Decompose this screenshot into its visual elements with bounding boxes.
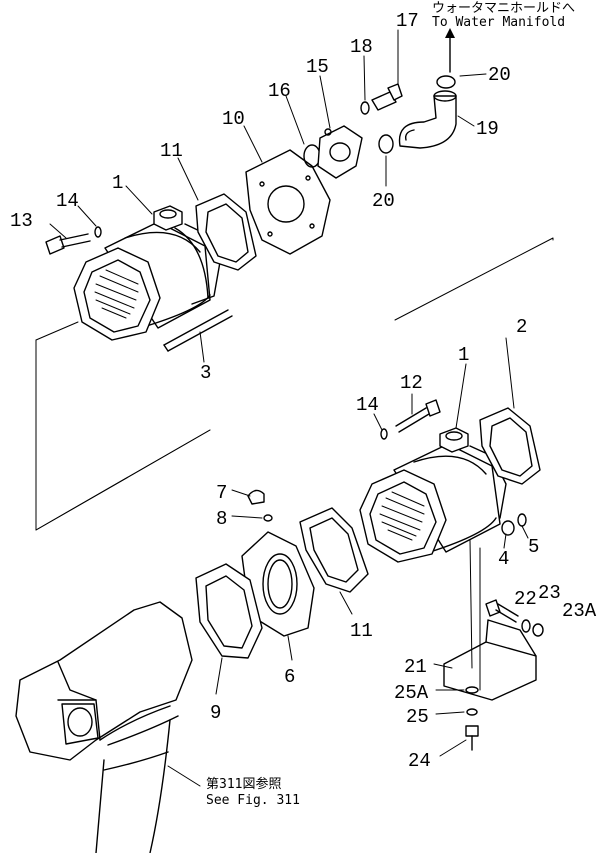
elbow-15 [317,125,363,179]
callout-11: 11 [160,140,183,162]
bolt-22-washers-23 [485,599,544,637]
callout-20: 20 [488,64,511,86]
callout-23: 23 [538,582,561,604]
callout-12: 12 [400,372,423,394]
callout-9: 9 [210,702,221,724]
callout-11: 11 [350,620,373,642]
callout-labels: 13 14 1 11 10 16 15 18 17 20 19 20 3 2 1… [10,10,597,772]
callout-18: 18 [350,36,373,58]
callout-23A: 23A [562,600,597,622]
callout-2: 2 [516,316,527,338]
callout-25: 25 [406,706,429,728]
callout-15: 15 [306,56,329,78]
plate-10 [245,149,331,255]
gasket-9 [195,563,263,659]
gasket-2 [479,407,541,485]
callout-14: 14 [56,190,79,212]
bolt-13-washer-14 [45,226,102,255]
see-fig-leader [167,765,201,787]
callout-6: 6 [284,666,295,688]
nut-4 [501,520,515,536]
plug-7-seal-8 [247,489,273,522]
gasket-11-lower [299,507,369,593]
callout-13: 13 [10,210,33,232]
callout-25A: 25A [394,682,429,704]
callout-4: 4 [498,548,509,570]
water-manifold-note-en: To Water Manifold [432,15,565,30]
oil-cooler-lower [359,427,507,563]
bolt-12-washer-14 [380,399,441,440]
callout-21: 21 [404,656,427,678]
oil-cooler-upper [73,205,221,341]
see-fig-note-en: See Fig. 311 [206,793,300,808]
callout-17: 17 [396,10,419,32]
o-ring-20-lower [378,134,394,154]
bracket-21 [443,539,537,701]
intake-elbow-housing [15,601,193,853]
gasket-11-upper [195,193,257,271]
callout-8: 8 [216,508,227,530]
callout-19: 19 [476,118,499,140]
washer-5 [517,513,527,527]
section-lines [35,237,554,531]
manifold-arrow-head [445,28,455,38]
see-fig-note-jp: 第311図参照 [206,776,281,792]
callout-24: 24 [408,750,431,772]
callout-22: 22 [514,588,537,610]
leader-lines [49,29,529,757]
callout-1: 1 [112,172,123,194]
pipe-19 [398,90,457,149]
adapter-6 [241,531,315,637]
callout-1: 1 [458,344,469,366]
bolt-24-washers-25 [465,686,479,751]
callout-14: 14 [356,394,379,416]
callout-7: 7 [216,482,227,504]
callout-3: 3 [200,362,211,384]
callout-16: 16 [268,80,291,102]
water-manifold-note-jp: ウォータマニホールドへ [432,1,575,16]
callout-20: 20 [372,190,395,212]
callout-10: 10 [222,108,245,130]
bolt-17-washer-18 [360,83,403,115]
o-ring-20-upper [436,75,456,89]
callout-5: 5 [528,536,539,558]
